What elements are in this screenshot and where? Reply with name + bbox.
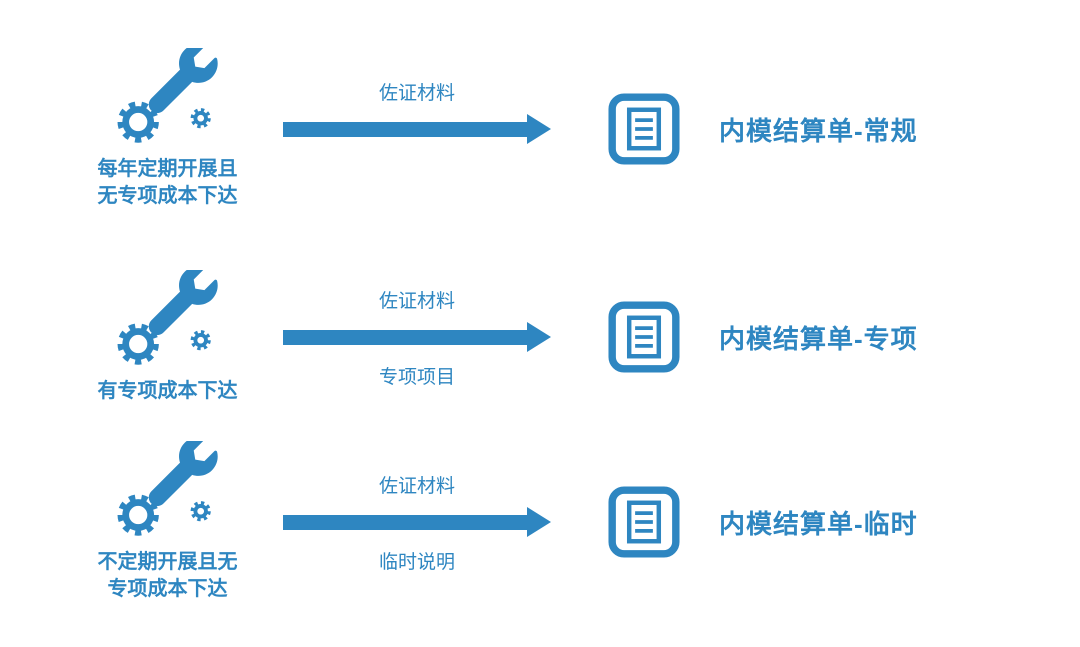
arrow-right-icon: [283, 322, 551, 352]
arrow-line: [283, 121, 527, 137]
source-label-line2: 专项成本下达: [107, 578, 228, 600]
source-block: 不定期开展且无 专项成本下达: [70, 437, 265, 603]
result-title: 内模结算单-常规: [719, 115, 918, 146]
source-label: 有专项成本下达: [98, 378, 238, 405]
arrow-right-icon: [283, 507, 551, 537]
document-icon: [607, 300, 681, 374]
document-icon: [607, 92, 681, 166]
arrow-top-label: 佐证材料: [378, 475, 455, 497]
tools-icon: [114, 265, 222, 370]
arrow-head: [527, 322, 551, 352]
document-block: [599, 92, 689, 166]
flow-row-2: 有专项成本下达 佐证材料 专项项目: [0, 248, 1080, 426]
tools-icon: [114, 437, 222, 541]
document-block: [599, 300, 689, 374]
arrow-block: 佐证材料: [283, 76, 551, 182]
source-label-line1: 不定期开展且无: [97, 551, 238, 573]
source-label-line1: 每年定期开展且: [97, 158, 238, 180]
arrow-line: [283, 329, 527, 345]
arrow-bottom-label: 临时说明: [378, 551, 455, 573]
result-title: 内模结算单-临时: [719, 508, 918, 539]
result-block: 内模结算单-专项: [719, 319, 918, 356]
arrow-head: [527, 507, 551, 537]
document-block: [599, 485, 689, 559]
flow-row-1: 每年定期开展且 无专项成本下达 佐证材料: [0, 38, 1080, 220]
result-title: 内模结算单-专项: [719, 323, 918, 354]
source-label-line1: 有专项成本下达: [97, 379, 238, 402]
result-block: 内模结算单-临时: [719, 504, 918, 541]
result-block: 内模结算单-常规: [719, 111, 918, 148]
arrow-head: [527, 114, 551, 144]
source-block: 每年定期开展且 无专项成本下达: [70, 44, 265, 210]
tools-icon: [114, 44, 222, 148]
arrow-block: 佐证材料 专项项目: [283, 284, 551, 390]
arrow-right-icon: [283, 114, 551, 144]
arrow-top-label: 佐证材料: [378, 82, 455, 104]
source-label-line2: 无专项成本下达: [97, 185, 238, 207]
arrow-bottom-label: 专项项目: [378, 366, 455, 388]
document-icon: [607, 485, 681, 559]
flow-row-3: 不定期开展且无 专项成本下达 佐证材料 临时说明: [0, 428, 1080, 616]
source-label: 不定期开展且无 专项成本下达: [98, 549, 238, 603]
arrow-line: [283, 514, 527, 530]
source-label: 每年定期开展且 无专项成本下达: [98, 156, 238, 210]
arrow-bottom-label: [283, 152, 551, 182]
arrow-block: 佐证材料 临时说明: [283, 469, 551, 575]
source-block: 有专项成本下达: [70, 265, 265, 405]
arrow-top-label: 佐证材料: [378, 290, 455, 312]
